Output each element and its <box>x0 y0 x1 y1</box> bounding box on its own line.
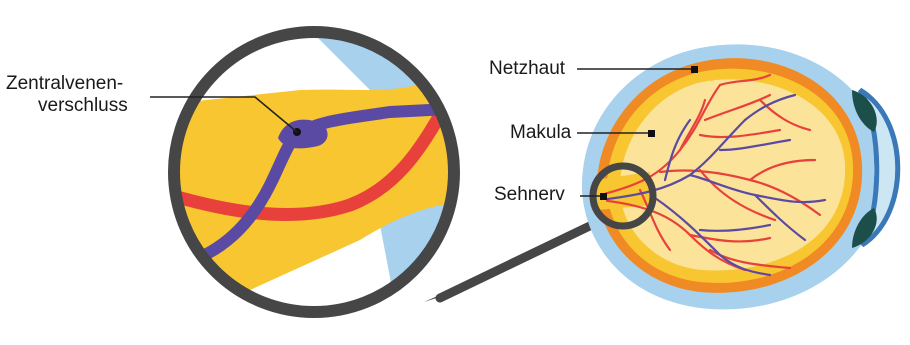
eye <box>581 44 901 310</box>
label-makula: Makula <box>510 122 572 143</box>
magnified-view <box>168 26 460 318</box>
cornea <box>857 87 901 248</box>
label-netzhaut: Netzhaut <box>489 58 566 79</box>
magnifier-ring <box>168 26 460 318</box>
iris-bottom <box>852 208 877 248</box>
iris-top <box>852 90 877 132</box>
retinal-veins <box>604 93 827 277</box>
marker-netzhaut <box>691 66 698 73</box>
artery-magnified <box>174 53 454 222</box>
leader-zentralvenen <box>150 96 298 133</box>
label-zentralvenen-line1: Zentralvenen- <box>6 73 124 94</box>
label-sehnerv: Sehnerv <box>494 184 565 205</box>
label-zentralvenenverschluss: Zentralvenen- verschluss <box>6 73 128 117</box>
marker-sehnerv <box>600 193 607 200</box>
marker-makula <box>648 130 655 137</box>
label-zentralvenen-line2: verschluss <box>38 95 128 116</box>
vein-magnified <box>174 102 454 271</box>
